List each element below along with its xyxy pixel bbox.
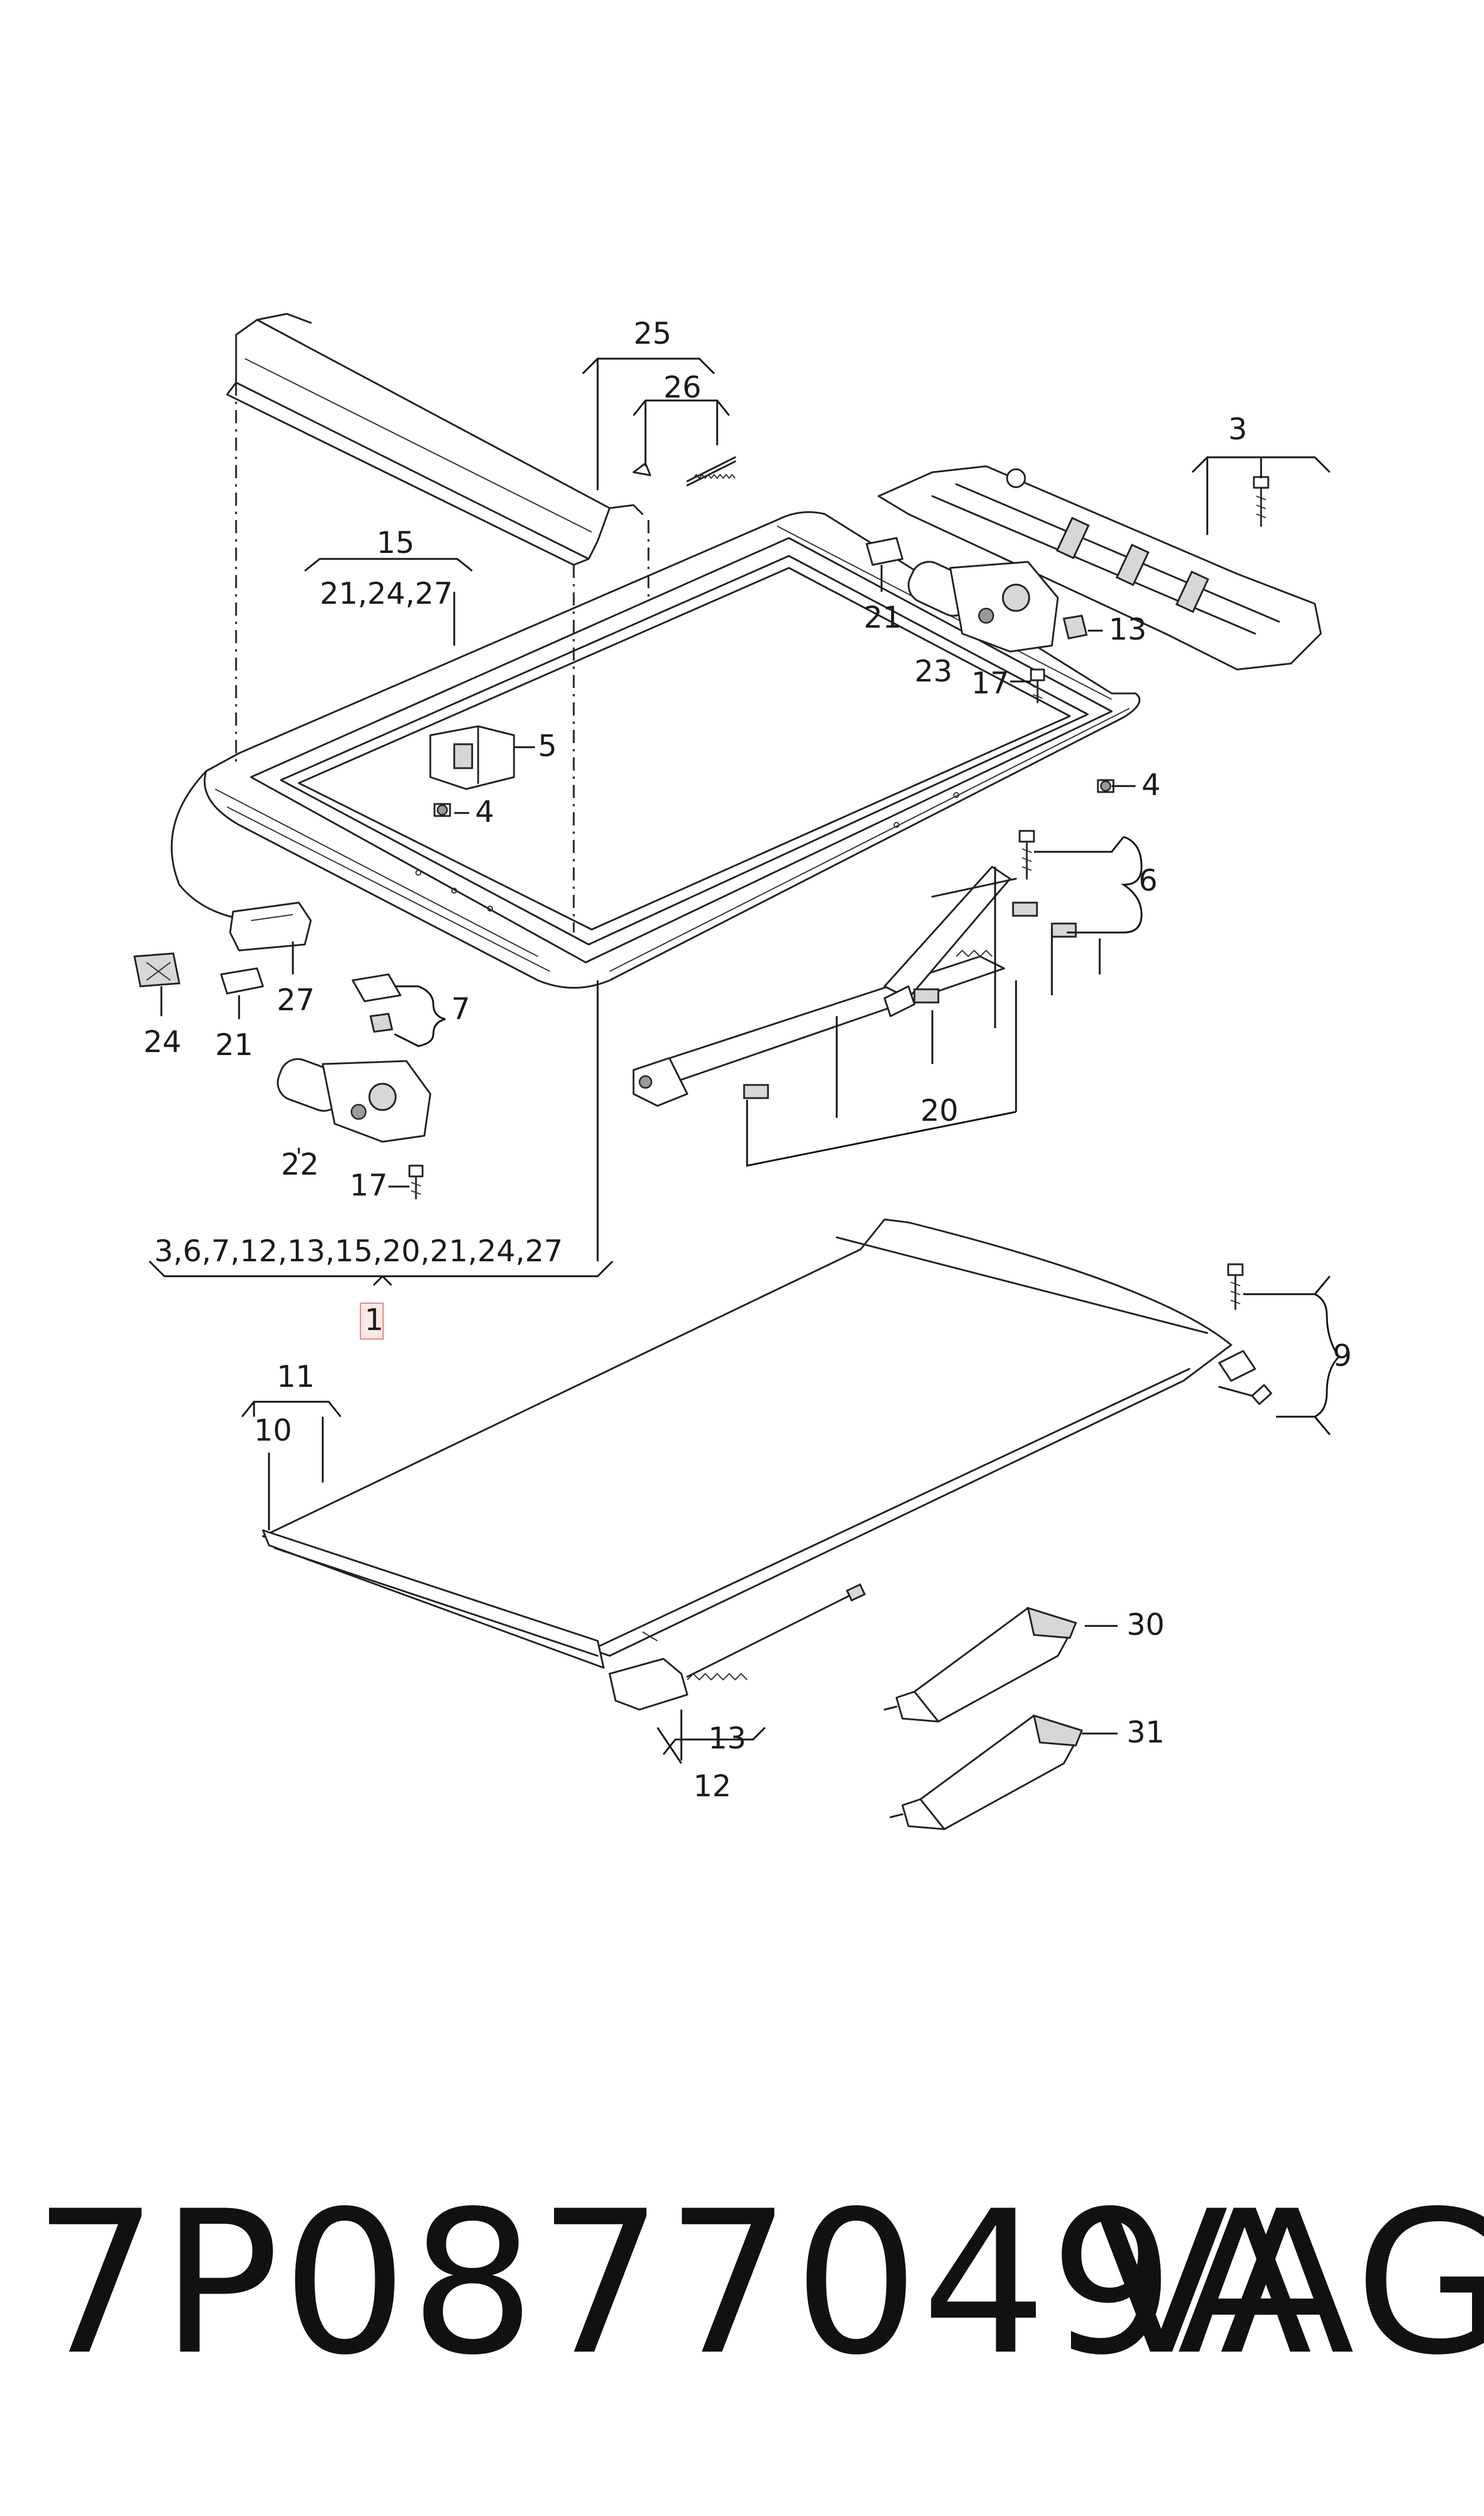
label-12: 12	[693, 1769, 732, 1803]
label-1-contents: 3,6,7,12,13,15,20,21,24,27	[154, 1234, 563, 1268]
label-17-top: 17	[971, 666, 1009, 701]
part-22-motor	[277, 1058, 432, 1143]
label-21-top: 21	[864, 600, 902, 635]
label-30: 30	[1127, 1607, 1165, 1642]
label-27: 27	[277, 983, 315, 1017]
label-1: 1	[365, 1303, 384, 1337]
label-20: 20	[920, 1093, 959, 1128]
part-25-trim-strip	[226, 313, 644, 566]
label-24: 24	[143, 1025, 182, 1059]
part-9-screws	[1218, 1263, 1272, 1405]
label-22: 22	[281, 1147, 319, 1182]
label-17-left: 17	[350, 1168, 388, 1203]
label-13-top: 13	[1109, 612, 1147, 647]
label-31: 31	[1127, 1715, 1165, 1750]
part-24-connector	[133, 952, 180, 988]
part-27-connector	[229, 901, 312, 952]
label-7: 7	[451, 992, 470, 1026]
part-7-clips	[351, 973, 402, 1033]
label-25: 25	[634, 316, 672, 351]
part-12-slider	[608, 1583, 866, 1711]
callout-labels: 25 26 3 15 21,24,27 21 13 23 17 5 4 4 6 …	[143, 316, 1352, 1803]
part-21-plug-top	[865, 537, 904, 566]
label-5: 5	[538, 729, 557, 763]
brand-caption: VAG	[1094, 2169, 1484, 2398]
part-13-nut-top	[1063, 615, 1088, 640]
label-13-bottom: 13	[708, 1721, 746, 1756]
label-23: 23	[914, 654, 953, 689]
part-31-grease-tube	[889, 1714, 1083, 1830]
label-26: 26	[663, 370, 702, 405]
part-5-bracket	[429, 725, 515, 790]
part-6-screw	[1018, 830, 1035, 880]
part-17-screw-top	[1030, 668, 1045, 704]
part-4-screw-left	[433, 803, 451, 817]
leader-lines	[148, 357, 1340, 1764]
part-30-grease-tube	[883, 1606, 1077, 1723]
reference-lines	[235, 383, 650, 933]
label-11: 11	[277, 1359, 315, 1394]
label-9: 9	[1333, 1338, 1352, 1373]
label-10: 10	[254, 1413, 292, 1448]
label-6: 6	[1139, 863, 1158, 898]
part-17-screw-left	[408, 1164, 424, 1200]
label-4-left: 4	[475, 794, 494, 829]
label-15-sub: 21,24,27	[320, 576, 453, 611]
part-23-motor	[907, 561, 1059, 653]
label-4-right: 4	[1142, 768, 1161, 802]
screw-part-3	[1253, 476, 1269, 527]
sunshade-roller-blind	[262, 1218, 1232, 1669]
label-1-highlight	[360, 1303, 384, 1340]
part-number-caption: 7P0877049A	[33, 2169, 1315, 2398]
part-4-screw-right	[1097, 779, 1115, 793]
part-26-clip-spring	[632, 456, 736, 487]
label-3: 3	[1228, 412, 1247, 447]
part-21-plug-left	[220, 967, 264, 995]
label-15: 15	[377, 525, 415, 560]
label-21-left: 21	[215, 1028, 253, 1062]
diagram-canvas: 25 26 3 15 21,24,27 21 13 23 17 5 4 4 6 …	[133, 313, 1352, 1830]
part-3-cross-member	[877, 465, 1322, 671]
roof-frame-assembly	[170, 511, 1141, 989]
part-20-guide-mechanism	[632, 866, 1077, 1107]
